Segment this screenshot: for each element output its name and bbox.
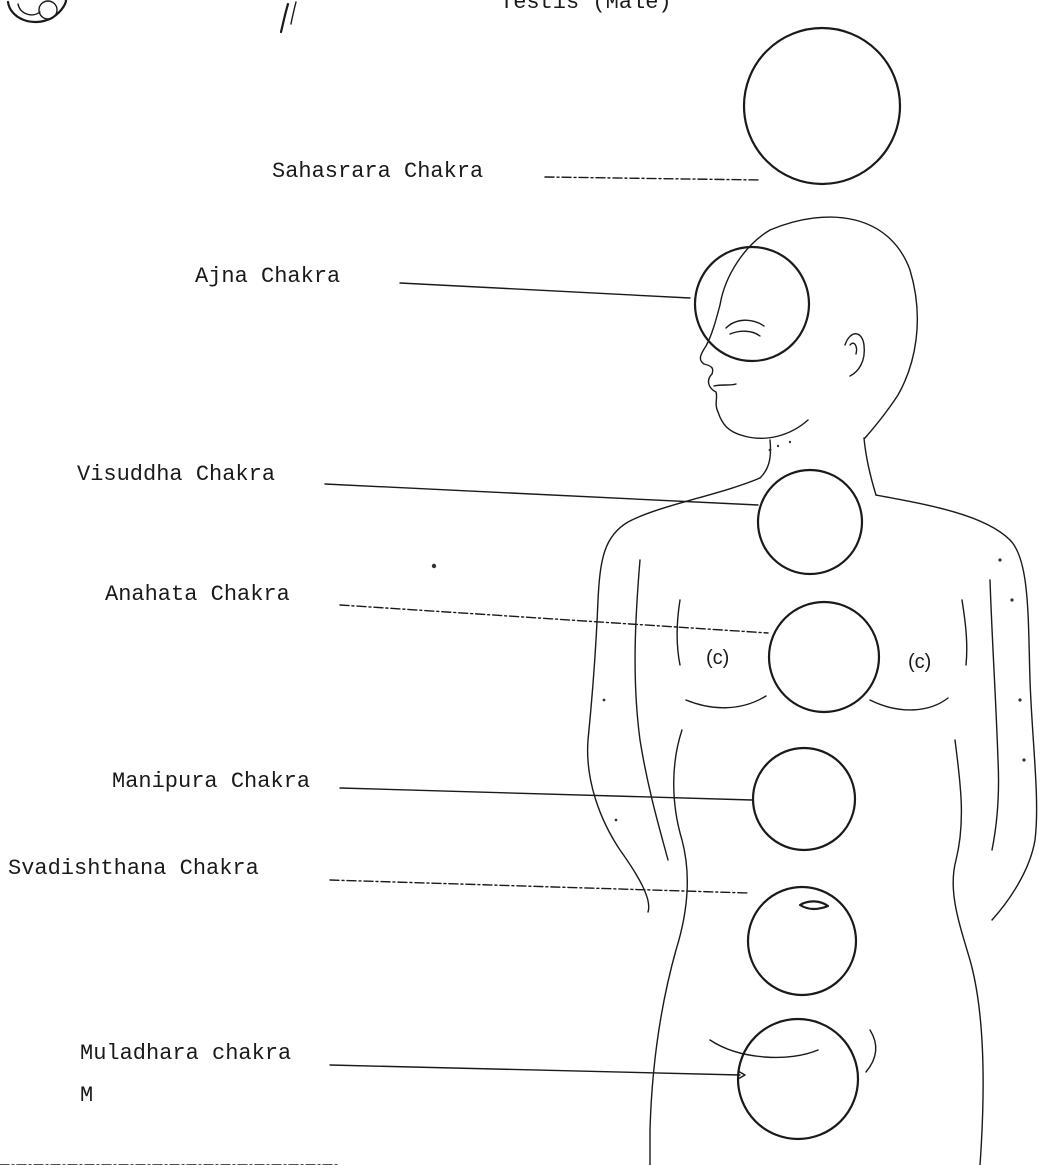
visuddha-circle <box>758 470 862 574</box>
ajna-leader <box>400 283 690 298</box>
caption-fragment: Testis (Male) <box>500 0 672 15</box>
navel-mark <box>800 901 828 909</box>
label-svadishthana: Svadishthana Chakra <box>8 856 259 881</box>
label-visuddha: Visuddha Chakra <box>77 462 275 487</box>
label-manipura: Manipura Chakra <box>112 769 310 794</box>
right-nipple-mark: (c) <box>908 651 931 673</box>
label-ajna: Ajna Chakra <box>195 264 340 289</box>
sahasrara-circle <box>744 28 900 184</box>
sahasrara-leader <box>545 177 760 180</box>
leader-lines <box>0 177 768 1165</box>
visuddha-leader <box>325 484 758 505</box>
label-sahasrara: Sahasrara Chakra <box>272 159 483 184</box>
footer-initial: M <box>80 1083 93 1108</box>
gland-sketch-fragment <box>8 0 296 32</box>
anahata-circle <box>769 602 879 712</box>
label-anahata: Anahata Chakra <box>105 582 290 607</box>
muladhara-circle <box>738 1019 858 1139</box>
chakra-labels: Sahasrara Chakra Ajna Chakra Visuddha Ch… <box>8 159 483 1108</box>
svadishthana-leader <box>330 880 748 893</box>
label-muladhara: Muladhara chakra <box>80 1041 291 1066</box>
ajna-circle <box>695 247 809 361</box>
manipura-leader <box>340 788 752 800</box>
left-nipple-mark: (c) <box>706 647 729 669</box>
manipura-circle <box>753 748 855 850</box>
chakra-circles <box>695 28 900 1139</box>
muladhara-leader <box>330 1065 740 1075</box>
anahata-leader <box>340 605 768 633</box>
